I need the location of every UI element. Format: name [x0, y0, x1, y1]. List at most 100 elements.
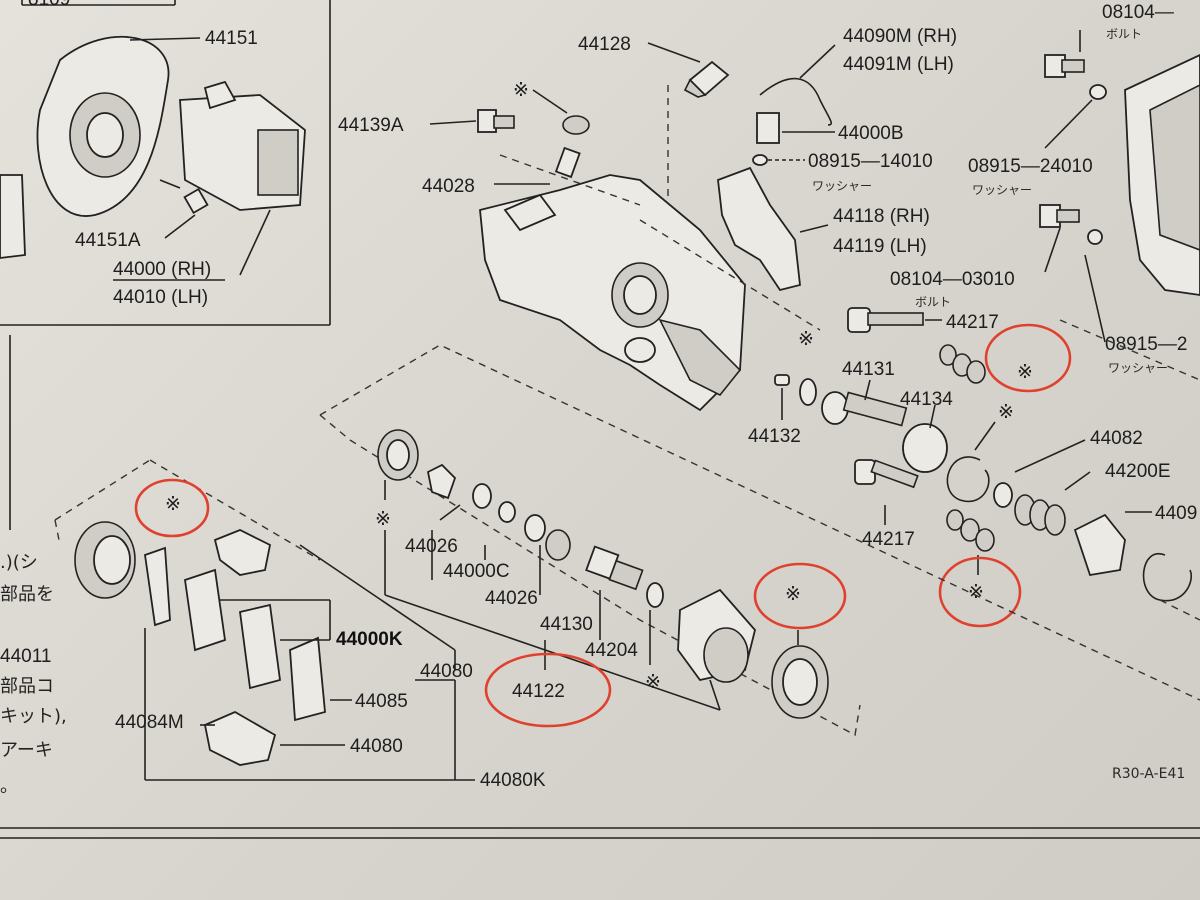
highlight-circle-44122	[484, 652, 612, 728]
inset-bolt-drawing	[159, 179, 209, 215]
mark-44132: ※	[798, 329, 814, 350]
label-44000b: 44000B	[838, 123, 904, 144]
label-44132: 44132	[748, 426, 801, 447]
label-44085: 44085	[355, 691, 408, 712]
snap-ring-right-drawing	[1142, 552, 1192, 602]
label-44204: 44204	[585, 640, 638, 661]
left-text-line-6: アーキ	[0, 740, 53, 761]
label-44091m-lh: 44091M (LH)	[843, 54, 954, 75]
kit-dashed-border-top	[319, 344, 1200, 701]
pad-outer-drawing	[239, 603, 281, 690]
seal-44026-a-drawing	[472, 483, 492, 509]
guide-pin-top-shaft	[867, 312, 924, 326]
bleeder-screw-drawing	[683, 60, 730, 98]
pad-inner-drawing	[184, 568, 226, 652]
dust-seal-44026-drawing	[377, 429, 419, 481]
left-text-line-4: 部品コ	[0, 676, 54, 697]
label-44026-b: 44026	[485, 588, 538, 609]
mark-dust-seal: ※	[375, 509, 391, 530]
highlight-circle-piston-seal	[134, 478, 210, 538]
bolt-08104-top-shaft	[1061, 59, 1085, 73]
main-caliper-drawing	[479, 174, 746, 412]
oring-drawing	[799, 378, 817, 406]
shim-top-drawing	[213, 529, 272, 576]
mark-piston-seal: ※	[165, 494, 181, 515]
piston-boot-drawing	[771, 645, 829, 719]
inset-frame	[0, 0, 331, 326]
highlight-circle-lower-boot	[938, 556, 1022, 628]
shim-bottom-drawing	[203, 710, 277, 766]
bushing-drawing	[756, 112, 780, 144]
washer-44082-drawing	[993, 482, 1013, 508]
label-44200e: 44200E	[1105, 461, 1171, 482]
label-44000k: 44000K	[336, 629, 403, 650]
footer-code: R30-A-E41	[1112, 766, 1185, 782]
guide-pin-top-head	[847, 307, 871, 333]
washer-14010-drawing	[752, 154, 768, 166]
label-44119-lh: 44119 (LH)	[833, 236, 927, 257]
label-44122: 44122	[512, 681, 565, 702]
brake-shield-drawing	[36, 36, 170, 217]
anti-rattle-spring-drawing	[759, 77, 832, 126]
knuckle-plate-inner	[1149, 84, 1200, 251]
guide-pin-lower-shaft	[870, 459, 919, 489]
label-44151a: 44151A	[75, 230, 141, 251]
pin-boot-top-drawing	[939, 344, 986, 384]
label-44130: 44130	[540, 614, 593, 635]
inset-code-fragment: 8109	[28, 0, 70, 10]
mark-top-boot: ※	[1017, 362, 1033, 383]
label-44131: 44131	[842, 359, 895, 380]
label-44026-a: 44026	[405, 536, 458, 557]
bearing-drawing	[545, 529, 571, 561]
label-4409: 4409	[1155, 503, 1197, 524]
pin-44132-drawing	[774, 374, 790, 386]
mark-44028: ※	[513, 80, 529, 101]
mark-lower-boot: ※	[968, 582, 984, 603]
mark-snapring: ※	[998, 402, 1014, 423]
label-44090m-rh: 44090M (RH)	[843, 26, 957, 47]
shaft-44130-drawing	[585, 545, 644, 591]
label-44000c: 44000C	[443, 561, 510, 582]
label-washer-1-jp: ワッシャー	[812, 179, 872, 193]
label-44151: 44151	[205, 28, 258, 49]
seal-44026-b-drawing	[524, 514, 546, 542]
highlight-circle-piston-boot	[753, 562, 847, 630]
label-bolt-2-jp: ボルト	[915, 295, 951, 309]
bolt-08104-03010-shaft	[1056, 209, 1080, 223]
sleeve-44131-drawing	[821, 391, 908, 427]
highlight-circle-top-boot	[984, 323, 1072, 393]
label-44128: 44128	[578, 34, 631, 55]
left-text-line-1: .)(シ	[0, 552, 38, 573]
cup-drawing	[426, 463, 457, 500]
seal-44000c-drawing	[498, 501, 516, 523]
label-08915-24010: 08915—24010	[968, 156, 1093, 177]
left-text-line-7: 。	[0, 776, 18, 797]
label-44217-lower: 44217	[862, 529, 915, 550]
bleeder-cap-drawing	[554, 115, 590, 179]
label-44010-lh: 44010 (LH)	[113, 287, 208, 308]
label-bolt-top-jp: ボルト	[1106, 27, 1142, 41]
label-44028: 44028	[422, 176, 475, 197]
label-44000-rh: 44000 (RH)	[113, 259, 211, 280]
left-text-line-3: 44011	[0, 646, 51, 667]
bracket-drawing	[717, 166, 801, 292]
label-44080k: 44080K	[480, 770, 546, 791]
label-08915-2: 08915—2	[1105, 334, 1187, 355]
label-44084m: 44084M	[115, 712, 184, 733]
oring-44204-drawing	[646, 582, 664, 608]
clip-44085-drawing	[289, 636, 326, 722]
adjuster-drawing	[1073, 513, 1126, 577]
label-08915-14010: 08915—14010	[808, 151, 933, 172]
label-44134: 44134	[900, 389, 953, 410]
spring-44200e-drawing	[1014, 494, 1066, 536]
label-44080-b: 44080	[350, 736, 403, 757]
label-44080-a: 44080	[420, 661, 473, 682]
piston-seal-ring-drawing	[74, 521, 136, 599]
washer-3-drawing	[1087, 229, 1103, 245]
washer-24010-drawing	[1089, 84, 1107, 100]
pin-boot-lower-drawing	[946, 509, 995, 552]
label-44118-rh: 44118 (RH)	[833, 206, 930, 227]
left-edge-caliper-fragment	[0, 174, 26, 259]
